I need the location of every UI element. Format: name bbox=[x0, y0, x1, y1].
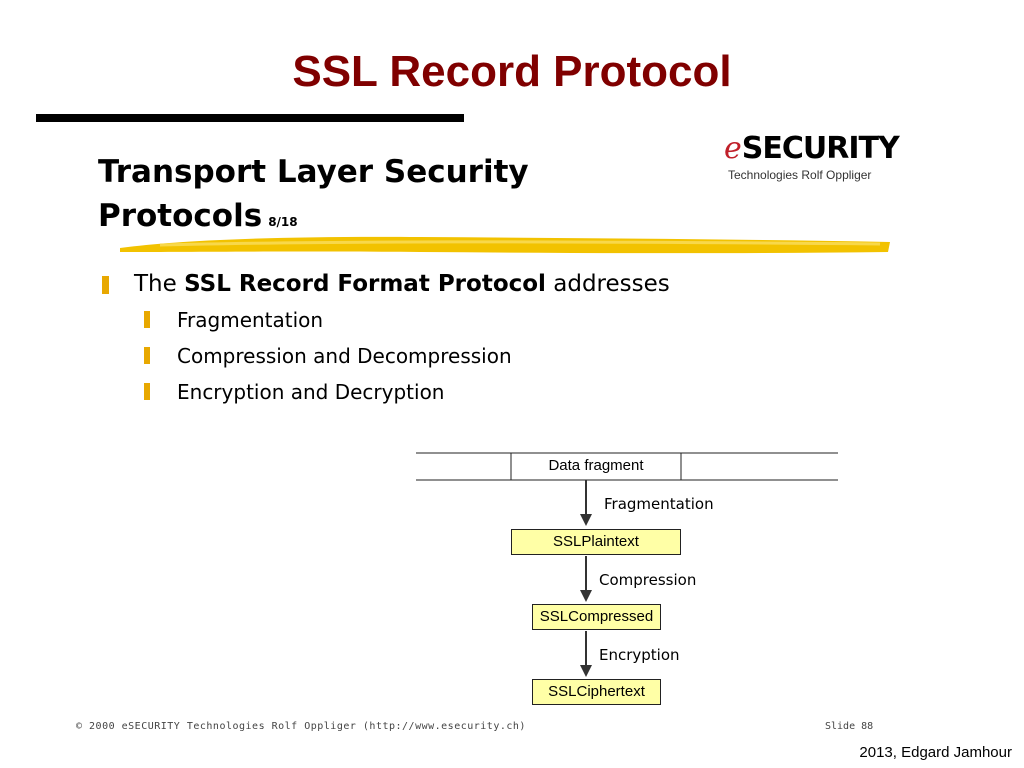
record-protocol-diagram: Data fragment Fragmentation SSLPlaintext… bbox=[410, 446, 850, 716]
bullet-marker-icon bbox=[102, 276, 109, 294]
data-fragment-label: Data fragment bbox=[548, 457, 644, 474]
step-label: Fragmentation bbox=[604, 495, 714, 513]
bullet-item: The SSL Record Format Protocol addresses bbox=[100, 266, 670, 302]
step-label: Compression bbox=[599, 571, 697, 589]
embedded-footer-copyright: © 2000 eSECURITY Technologies Rolf Oppli… bbox=[76, 721, 526, 732]
subbullet-text: Encryption and Decryption bbox=[177, 380, 445, 404]
embedded-title-line2: Protocols 8/18 bbox=[98, 194, 529, 244]
embedded-footer-slide: Slide 88 bbox=[825, 721, 874, 732]
brush-stroke-underline bbox=[120, 236, 890, 254]
logo-wordmark: eSECURITY bbox=[724, 130, 900, 168]
logo-e: e bbox=[724, 131, 742, 166]
slide-title: SSL Record Protocol bbox=[292, 47, 732, 96]
step-label: Encryption bbox=[599, 646, 680, 664]
subbullet-text: Fragmentation bbox=[177, 308, 324, 332]
embedded-slide-number: 8/18 bbox=[268, 215, 298, 229]
embedded-title-line1: Transport Layer Security bbox=[98, 154, 529, 190]
esecurity-logo: eSECURITY Technologies Rolf Oppliger bbox=[724, 130, 900, 182]
embedded-title-line2-text: Protocols bbox=[98, 198, 263, 234]
ssl-compressed-box: SSLCompressed bbox=[532, 604, 661, 630]
bullet-post: addresses bbox=[545, 271, 670, 297]
subbullet-item: Compression and Decompression bbox=[100, 338, 670, 374]
subbullet-item: Fragmentation bbox=[100, 302, 670, 338]
slide-credit: 2013, Edgard Jamhour bbox=[859, 744, 1012, 761]
subbullet-marker-icon bbox=[144, 347, 150, 364]
diagram-lines bbox=[416, 452, 838, 677]
subbullet-item: Encryption and Decryption bbox=[100, 374, 670, 410]
subbullet-marker-icon bbox=[144, 311, 150, 328]
embedded-title: Transport Layer Security Protocols 8/18 bbox=[98, 150, 529, 244]
logo-name: SECURITY bbox=[741, 131, 900, 166]
subbullet-text: Compression and Decompression bbox=[177, 344, 512, 368]
bullet-pre: The bbox=[134, 271, 185, 297]
ssl-plaintext-box: SSLPlaintext bbox=[511, 529, 681, 555]
bullet-list: The SSL Record Format Protocol addresses… bbox=[100, 266, 670, 410]
subbullet-marker-icon bbox=[144, 383, 150, 400]
bullet-bold: SSL Record Format Protocol bbox=[184, 271, 546, 297]
logo-tagline: Technologies Rolf Oppliger bbox=[728, 168, 872, 182]
ssl-ciphertext-box: SSLCiphertext bbox=[532, 679, 661, 705]
title-rule bbox=[36, 114, 464, 122]
